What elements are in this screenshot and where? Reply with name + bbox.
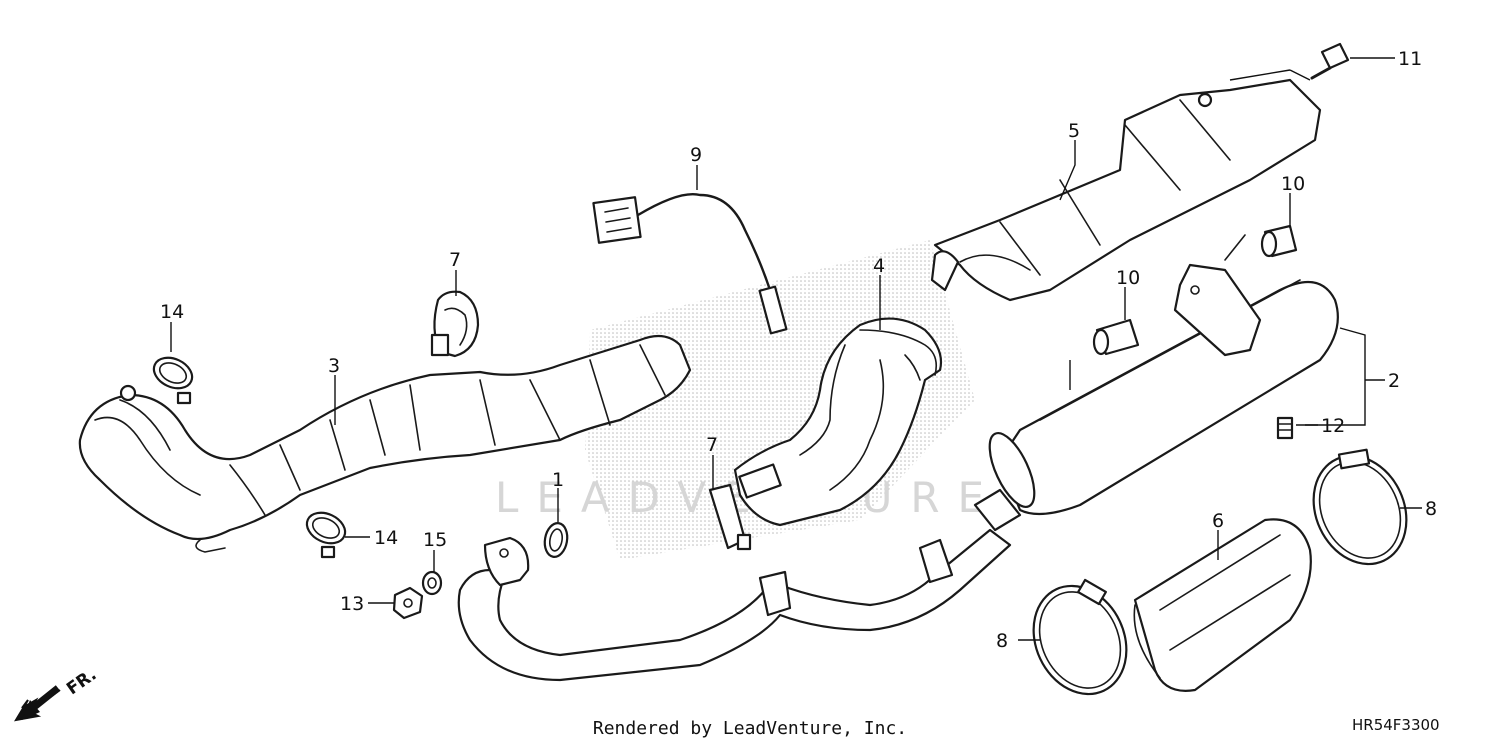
callout-14a: 14: [160, 301, 184, 323]
callout-2: 2: [1388, 370, 1400, 392]
callout-10b: 10: [1116, 267, 1140, 289]
callout-8b: 8: [996, 630, 1008, 652]
callout-15: 15: [423, 529, 447, 551]
part-14-hose-clamps: [152, 356, 347, 559]
part-9-oxygen-sensor: [592, 193, 788, 335]
callout-14b: 14: [374, 527, 398, 549]
part-lower-exhaust-pipe: [457, 528, 1012, 682]
callout-4: 4: [873, 255, 885, 277]
callout-5: 5: [1068, 120, 1080, 142]
callout-13: 13: [340, 593, 364, 615]
part-12-nut: [1276, 416, 1294, 440]
leader-lines: [170, 57, 1422, 641]
callout-7a: 7: [449, 249, 461, 271]
callout-12: 12: [1321, 415, 1345, 437]
callout-3: 3: [328, 355, 340, 377]
callout-9: 9: [690, 144, 702, 166]
diagram-code: HR54F3300: [1352, 716, 1440, 734]
callout-10a: 10: [1281, 173, 1305, 195]
part-4-exhaust-joint: [733, 317, 943, 527]
part-11-bolt: [1310, 42, 1350, 80]
callout-7b: 7: [706, 434, 718, 456]
part-10-rubber-mounts: [1092, 224, 1298, 356]
part-2-muffler: [973, 234, 1339, 532]
callout-6: 6: [1212, 510, 1224, 532]
part-15-washer: [421, 570, 443, 596]
part-13-flange-nut: [392, 586, 424, 620]
part-3-front-exhaust-pipe: [78, 334, 692, 553]
callout-1: 1: [552, 469, 564, 491]
callout-11: 11: [1398, 48, 1422, 70]
part-1-gasket: [543, 522, 569, 558]
part-5-muffler-protector: [930, 78, 1322, 302]
callout-8a: 8: [1425, 498, 1437, 520]
part-7-clamps: [430, 290, 752, 551]
part-8-band-clamps: [1032, 448, 1408, 696]
part-6-muffler-cover: [1133, 518, 1312, 692]
footer-credit: Rendered by LeadVenture, Inc.: [592, 718, 908, 739]
front-direction-arrow-icon: [14, 685, 61, 722]
